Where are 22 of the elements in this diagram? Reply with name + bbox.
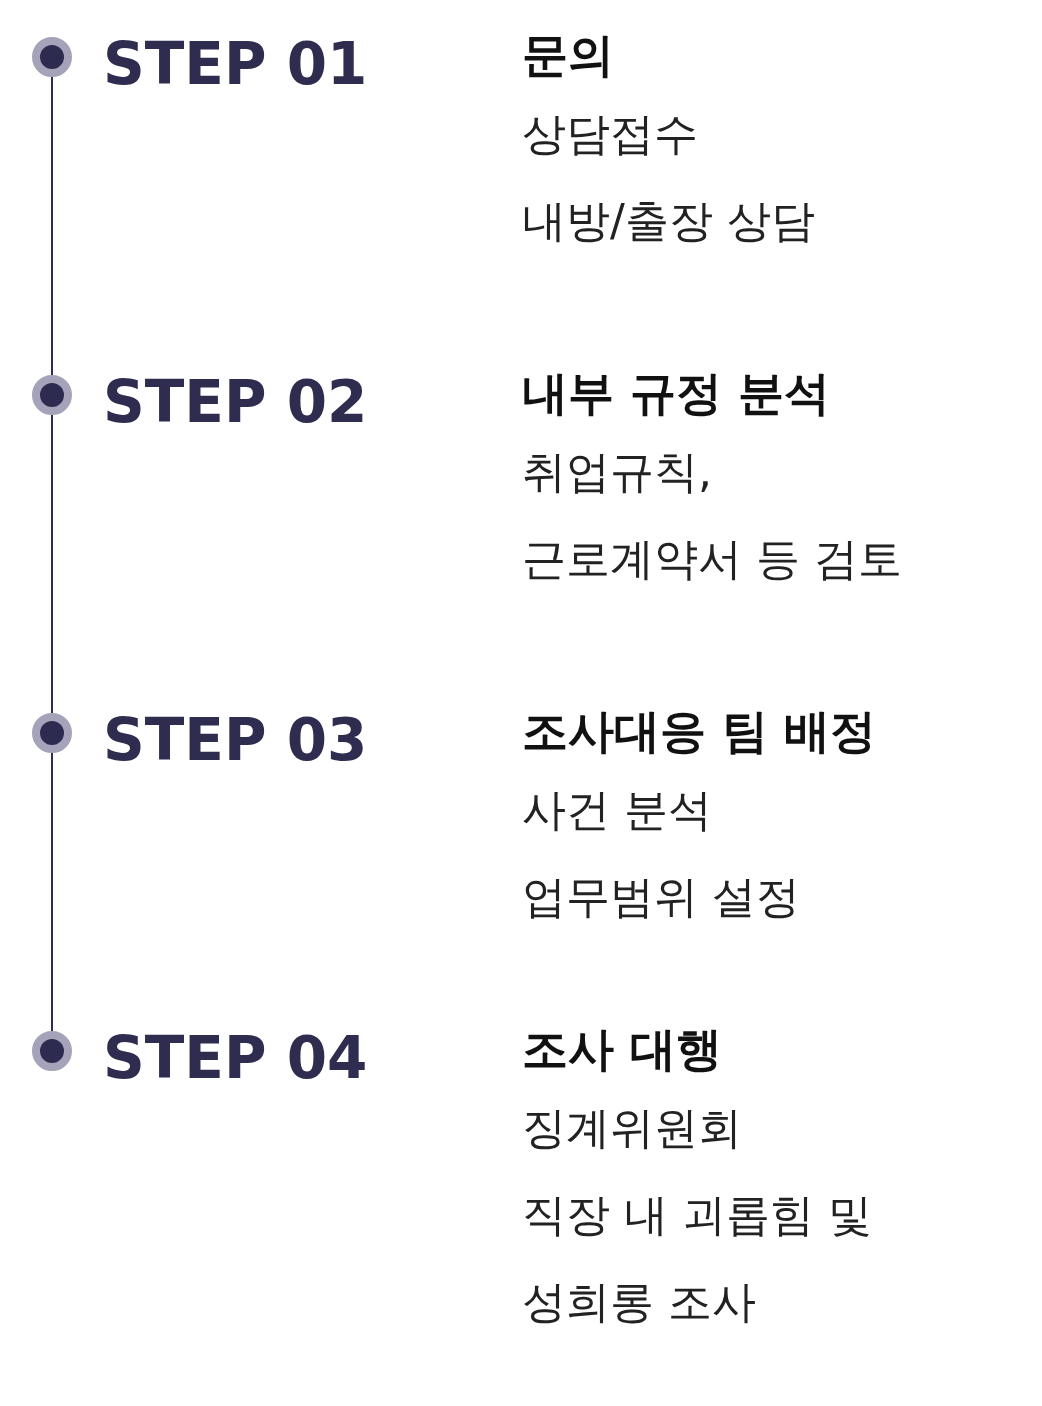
timeline-line <box>51 414 53 714</box>
timeline-dot <box>32 713 72 753</box>
step-description: 징계위원회 <box>522 1101 743 1155</box>
step-heading: 조사 대행 <box>522 1026 722 1072</box>
timeline-dot <box>32 375 72 415</box>
step-description: 내방/출장 상담 <box>522 194 816 248</box>
step-heading: 문의 <box>522 32 614 78</box>
step-label: STEP 04 <box>103 1029 368 1087</box>
timeline-line <box>51 752 53 1032</box>
step-description: 업무범위 설정 <box>522 870 801 924</box>
timeline-line <box>51 76 53 376</box>
step-description: 사건 분석 <box>522 783 713 837</box>
timeline-dot <box>32 37 72 77</box>
step-label: STEP 02 <box>103 373 368 431</box>
step-description: 상담접수 <box>522 107 699 161</box>
step-description: 취업규칙, 근로계약서 등 검토 <box>522 445 903 586</box>
step-heading: 내부 규정 분석 <box>522 370 831 416</box>
timeline-dot <box>32 1031 72 1071</box>
step-label: STEP 03 <box>103 711 368 769</box>
step-description: 직장 내 괴롭힘 및 성희롱 조사 <box>522 1188 873 1329</box>
step-label: STEP 01 <box>103 35 368 93</box>
step-heading: 조사대응 팀 배정 <box>522 708 877 754</box>
